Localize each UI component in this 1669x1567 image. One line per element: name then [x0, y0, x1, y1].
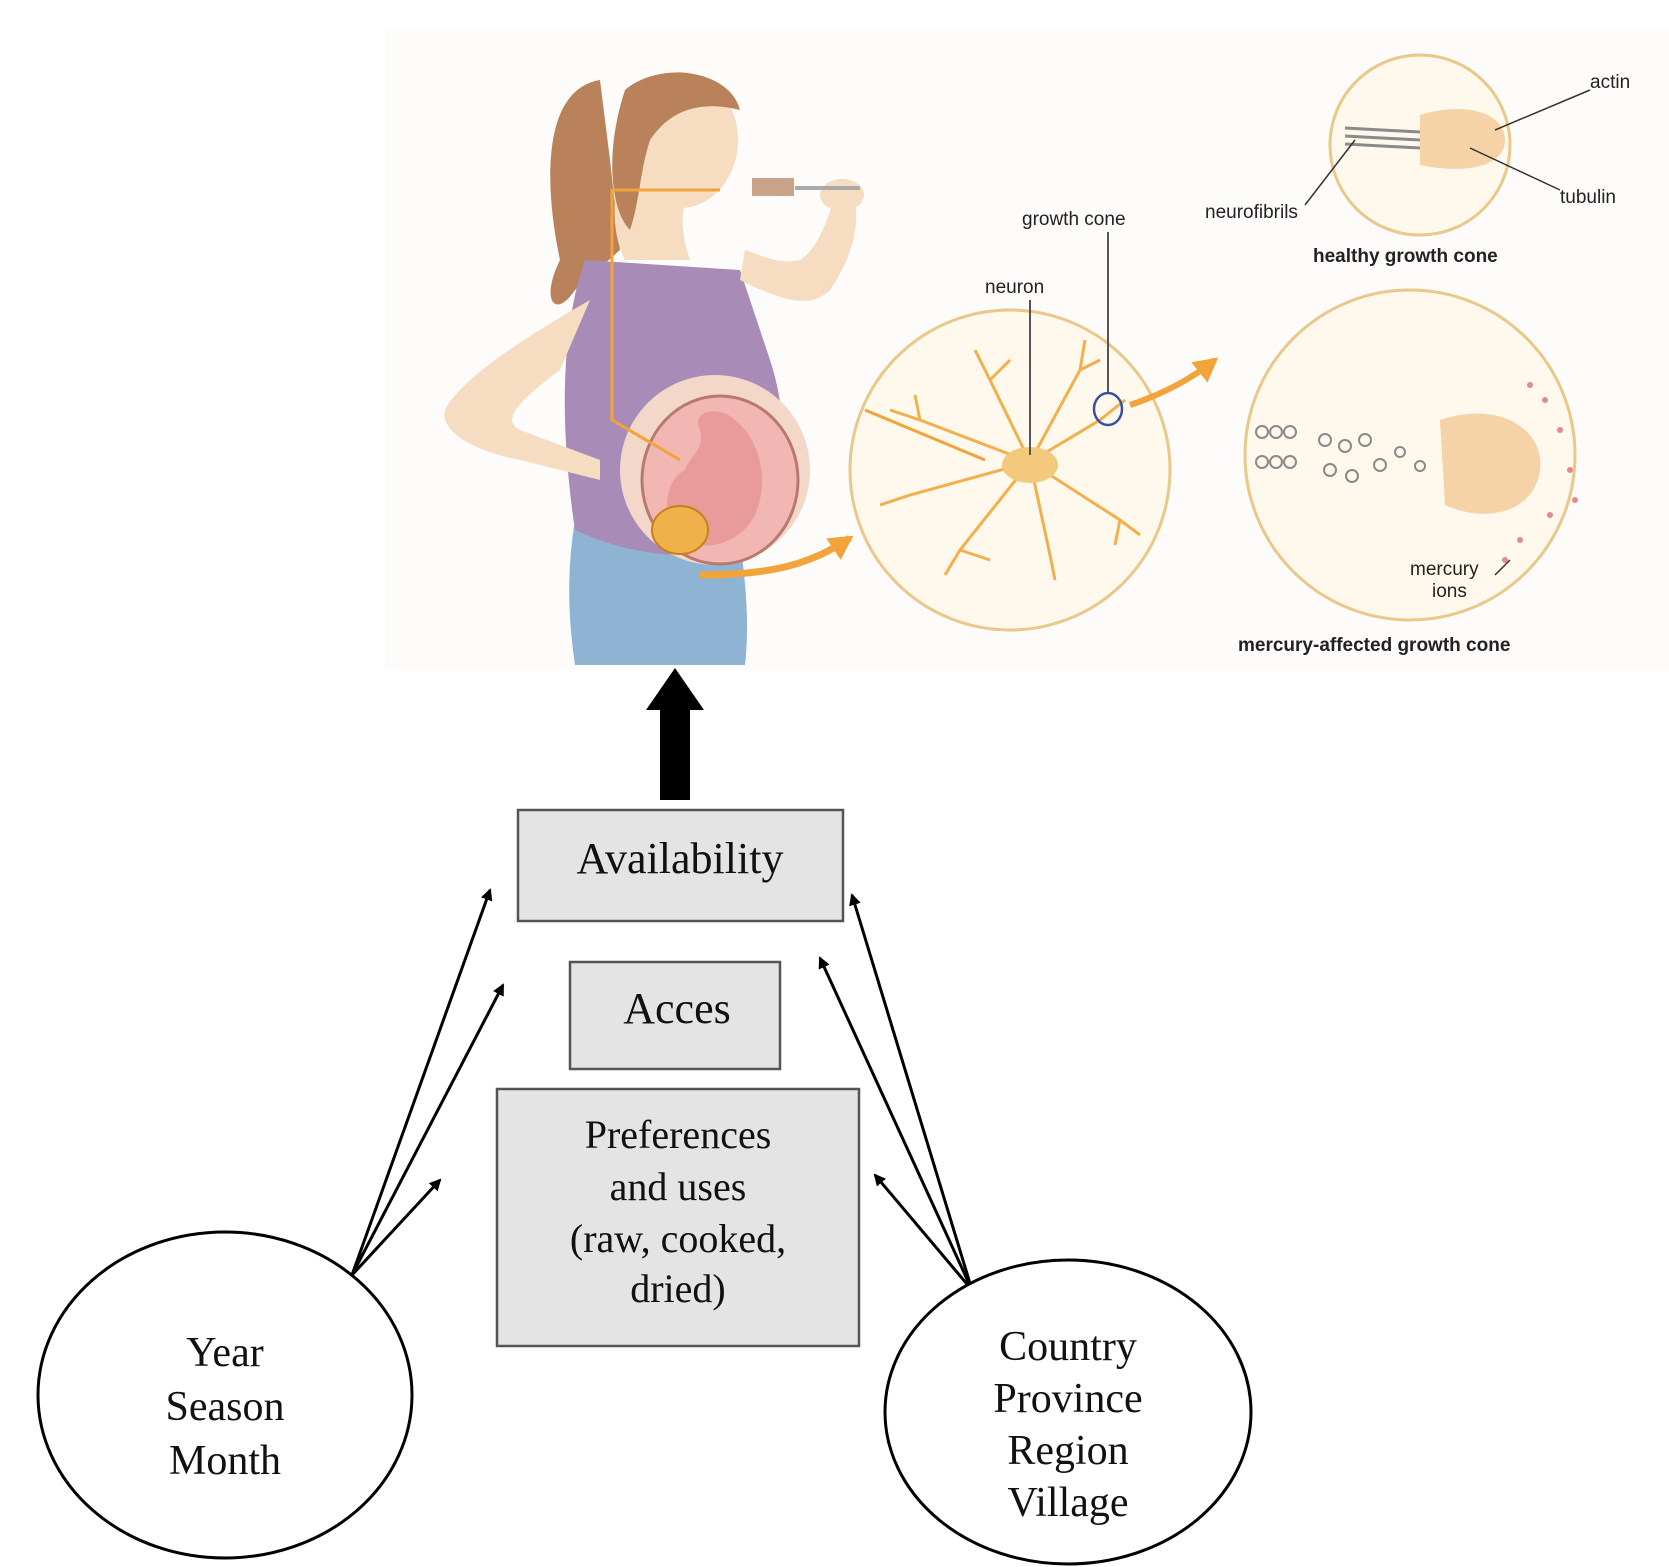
- neurofibrils-label: neurofibrils: [1205, 202, 1298, 223]
- time-node: Year Season Month: [38, 1232, 412, 1558]
- time-to-access-arrow: [352, 985, 503, 1275]
- mercury-ions-label-line1: mercury: [1410, 559, 1479, 580]
- thick-up-arrow: [646, 668, 704, 800]
- growth-cone-label: growth cone: [1022, 209, 1126, 230]
- preferences-box: Preferences and uses (raw, cooked, dried…: [497, 1089, 859, 1346]
- access-label: Acces: [623, 984, 731, 1033]
- place-node: Country Province Region Village: [885, 1260, 1251, 1564]
- preferences-label-line2: and uses: [610, 1164, 747, 1209]
- place-node-line4: Village: [1007, 1480, 1128, 1526]
- tubulin-label: tubulin: [1560, 187, 1616, 208]
- preferences-label-line3: (raw, cooked,: [570, 1216, 786, 1261]
- time-to-preferences-arrow: [352, 1180, 440, 1275]
- availability-label: Availability: [577, 834, 784, 883]
- place-node-line1: Country: [999, 1324, 1137, 1370]
- actin-label: actin: [1590, 72, 1630, 93]
- healthy-cone-tip: [1420, 109, 1505, 169]
- time-arrows: [352, 890, 503, 1275]
- preferences-label-line1: Preferences: [585, 1112, 772, 1157]
- time-to-availability-arrow: [352, 890, 490, 1275]
- availability-box: Availability: [518, 810, 843, 921]
- access-box: Acces: [570, 962, 780, 1069]
- mercury-affected-growth-cone-caption: mercury-affected growth cone: [1238, 635, 1510, 656]
- pregnancy-mercury-illustration: neuron growth cone actin tubulin neurofi…: [385, 30, 1669, 670]
- neuron-label: neuron: [985, 277, 1044, 298]
- place-node-line2: Province: [993, 1376, 1142, 1422]
- place-to-availability-arrow: [852, 895, 972, 1290]
- mercury-ions-label-line2: ions: [1432, 581, 1467, 602]
- place-node-line3: Region: [1007, 1428, 1128, 1474]
- time-node-line2: Season: [166, 1384, 285, 1430]
- food-piece: [752, 178, 794, 196]
- healthy-growth-cone-caption: healthy growth cone: [1313, 246, 1498, 267]
- preferences-label-line4: dried): [630, 1266, 726, 1311]
- fetal-brain: [652, 506, 708, 554]
- place-to-preferences-arrow: [875, 1175, 972, 1290]
- time-node-line3: Month: [169, 1438, 281, 1484]
- time-node-line1: Year: [186, 1330, 263, 1376]
